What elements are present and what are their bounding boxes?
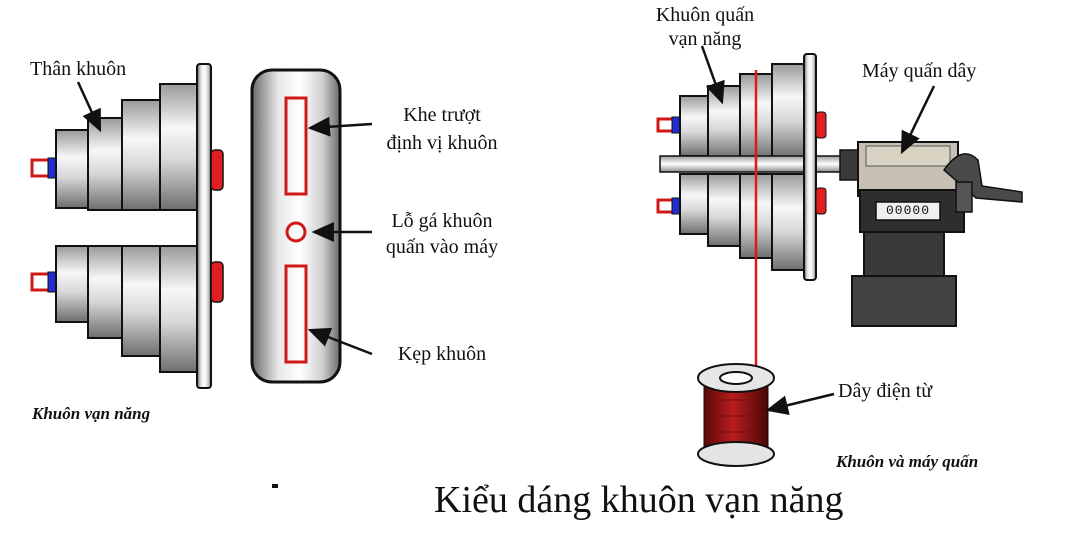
winding-machine [839, 141, 1023, 327]
leader-khe-truot [307, 116, 373, 137]
leader-day-dien-tu [765, 392, 835, 416]
caption-khuon-va-may-quan: Khuôn và máy quấn [836, 452, 979, 471]
label-kep-khuon: Kẹp khuôn [397, 343, 487, 365]
label-khe-truot-line2: định vị khuôn [386, 132, 498, 154]
universal-former-top [30, 83, 199, 211]
label-day-dien-tu: Dây điện từ [838, 380, 933, 402]
mount-hole [285, 221, 307, 243]
slot-top [284, 96, 308, 196]
label-lo-ga-line1: Lỗ gá khuôn [391, 210, 493, 232]
wire-spool [697, 363, 775, 467]
mounted-former-bottom [656, 173, 807, 271]
label-may-quan-day: Máy quấn dây [862, 60, 977, 82]
red-pin-bottom [210, 261, 224, 303]
backing-plate [196, 63, 212, 389]
figure-title: Kiểu dáng khuôn vạn năng [434, 479, 844, 521]
label-lo-ga-line2: quấn vào máy [385, 236, 499, 258]
caption-khuon-van-nang: Khuôn vạn năng [32, 404, 151, 423]
leader-than-khuon [76, 81, 102, 133]
leader-may-quan [900, 85, 936, 155]
leader-kep-khuon [307, 327, 373, 356]
crank-handle [943, 153, 1023, 203]
clamp-plate [250, 68, 342, 384]
universal-former-bottom [30, 245, 199, 373]
label-khe-truot-line1: Khe trượt [403, 104, 481, 126]
counter-display: 00000 [885, 203, 930, 218]
label-khuon-quan-line2: vạn năng [668, 28, 742, 50]
mounted-former-top [656, 63, 807, 159]
winder-shaft [659, 155, 857, 173]
turn-counter [875, 201, 941, 221]
label-khuon-quan-line1: Khuôn quấn [655, 4, 755, 26]
stray-mark [272, 484, 278, 488]
red-pin-top [210, 149, 224, 191]
leader-khuon-quan [700, 45, 725, 105]
label-than-khuon: Thân khuôn [30, 58, 127, 80]
slot-bottom [284, 264, 308, 364]
